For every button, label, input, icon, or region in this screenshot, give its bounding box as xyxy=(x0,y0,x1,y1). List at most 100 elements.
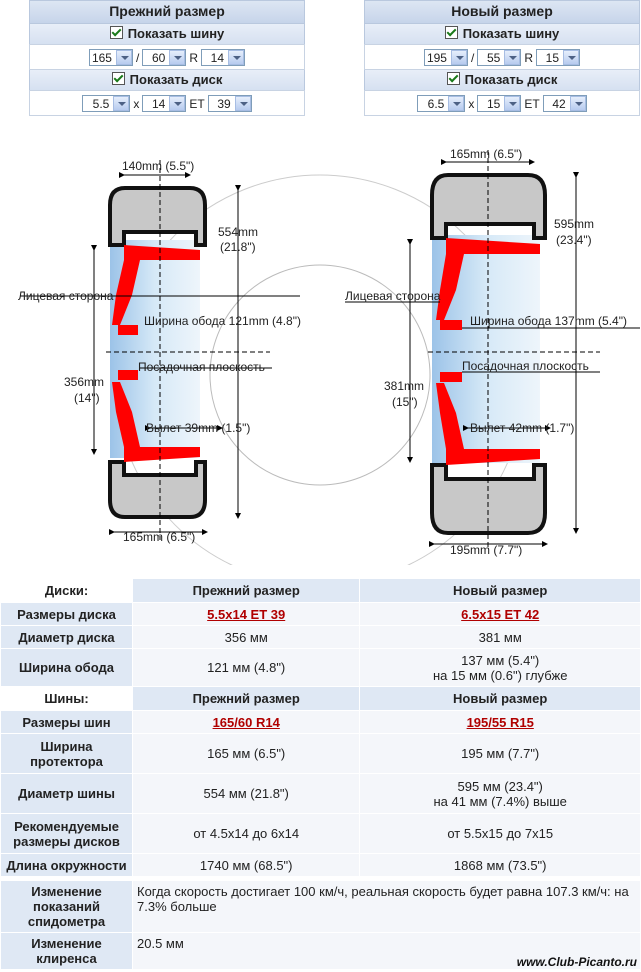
new-rim-spoke-upper xyxy=(436,238,540,320)
old-rim-width-select[interactable]: 5.5 xyxy=(82,95,131,113)
new-show-tire-label: Показать шину xyxy=(462,26,560,41)
old-tire-width-select[interactable]: 165 xyxy=(88,49,133,67)
dropdown-arrow-icon[interactable] xyxy=(169,96,186,112)
rim-dia-new: 381 мм xyxy=(359,625,641,649)
recommended-rims-old: от 4.5x14 до 6x14 xyxy=(131,813,361,854)
circumference-new: 1868 мм (73.5") xyxy=(359,853,641,877)
new-tire-profile-select[interactable]: 55 xyxy=(477,49,522,67)
new-rim-hub-upper xyxy=(440,320,462,330)
et-label: ET xyxy=(524,96,540,111)
rim-width-old: 121 мм (4.8") xyxy=(131,648,361,687)
tire-size-old-link[interactable]: 165/60 R14 xyxy=(212,714,280,730)
new-show-rim-toggle[interactable]: Показать диск xyxy=(364,70,640,90)
old-rim-et-select[interactable]: 39 xyxy=(207,95,252,113)
old-rim-spoke-lower xyxy=(112,382,200,462)
tire-dia-label: Диаметр шины xyxy=(0,773,133,814)
dropdown-arrow-icon[interactable] xyxy=(450,50,467,66)
dropdown-arrow-icon[interactable] xyxy=(228,50,244,66)
old-rim-hub-upper xyxy=(118,325,138,335)
old-tire-profile-select[interactable]: 60 xyxy=(142,49,187,67)
rim-width-new: 137 мм (5.4")на 15 мм (0.6") глубже xyxy=(359,648,641,687)
dropdown-arrow-icon[interactable] xyxy=(563,50,579,66)
new-rim-diameter-select[interactable]: 15 xyxy=(477,95,522,113)
new-overall-dia-in: (23.4") xyxy=(556,233,592,247)
new-rim-dia-mm: 381mm xyxy=(384,379,424,393)
dropdown-arrow-icon[interactable] xyxy=(169,50,186,66)
new-rim-width-label: Ширина обода 137mm (5.4") xyxy=(470,314,627,328)
old-rim-diameter-select[interactable]: 14 xyxy=(142,95,187,113)
new-tire-rim-select[interactable]: 15 xyxy=(536,49,580,67)
checkbox-checked-icon[interactable] xyxy=(109,26,123,39)
new-column-header: Новый размер xyxy=(359,578,641,603)
tire-dia-new: 595 мм (23.4")на 41 мм (7.4%) выше xyxy=(359,773,641,814)
checkbox-checked-icon[interactable] xyxy=(111,72,125,85)
recommended-rims-new: от 5.5x15 до 7x15 xyxy=(359,813,641,854)
tire-size-label: Размеры шин xyxy=(0,710,133,734)
x-label: x xyxy=(133,96,140,111)
old-top-width-label: 140mm (5.5") xyxy=(122,159,194,173)
old-rim-dia-mm: 356mm xyxy=(64,375,104,389)
old-face-label: Лицевая сторона xyxy=(18,289,114,303)
old-tire-rim-select[interactable]: 14 xyxy=(201,49,245,67)
new-show-tire-toggle[interactable]: Показать шину xyxy=(364,24,640,44)
dropdown-arrow-icon[interactable] xyxy=(504,96,521,112)
et-label: ET xyxy=(189,96,205,111)
old-show-tire-toggle[interactable]: Показать шину xyxy=(29,24,305,44)
old-show-tire-label: Показать шину xyxy=(127,26,225,41)
tread-label: Ширина протектора xyxy=(0,733,133,774)
old-offset-label: Вылет 39mm (1.5") xyxy=(146,421,250,435)
rims-section-header: Диски: xyxy=(0,578,133,603)
old-rim-dia-in: (14") xyxy=(74,391,100,405)
rim-width-label: Ширина обода xyxy=(0,648,133,687)
speedo-change-text: Когда скорость достигает 100 км/ч, реаль… xyxy=(132,880,641,933)
old-wheel-profile xyxy=(108,186,207,519)
old-overall-dia-mm: 554mm xyxy=(218,225,258,239)
old-panel-title: Прежний размер xyxy=(29,0,305,24)
speedo-change-label: Изменение показаний спидометра xyxy=(0,880,133,933)
checkbox-checked-icon[interactable] xyxy=(446,72,460,85)
rim-dia-old: 356 мм xyxy=(131,625,361,649)
tire-dia-old: 554 мм (21.8") xyxy=(131,773,361,814)
new-column-header-2: Новый размер xyxy=(359,686,641,711)
new-mount-label: Посадочная плоскость xyxy=(462,359,589,373)
old-tire-bottom xyxy=(108,460,207,519)
new-bottom-width-label: 195mm (7.7") xyxy=(450,543,522,557)
rim-size-new-link[interactable]: 6.5x15 ET 42 xyxy=(461,606,540,622)
circumference-old: 1740 мм (68.5") xyxy=(131,853,361,877)
circumference-label: Длина окружности xyxy=(0,853,133,877)
dropdown-arrow-icon[interactable] xyxy=(569,96,586,112)
old-wheel-outline-circle xyxy=(209,264,431,486)
dropdown-arrow-icon[interactable] xyxy=(115,50,132,66)
new-show-rim-label: Показать диск xyxy=(464,72,558,87)
new-offset-label: Вылет 42mm (1.7") xyxy=(470,421,574,435)
tire-size-new-link[interactable]: 195/55 R15 xyxy=(466,714,534,730)
rim-size-old-link[interactable]: 5.5x14 ET 39 xyxy=(207,606,286,622)
old-bottom-width-label: 165mm (6.5") xyxy=(123,530,195,544)
r-label: R xyxy=(189,50,198,65)
tread-new: 195 мм (7.7") xyxy=(359,733,641,774)
clearance-change-label: Изменение клиренса xyxy=(0,932,133,970)
wheel-comparison-diagram: 140mm (5.5") 165mm (6.5") 554mm (21.8") … xyxy=(18,147,640,565)
new-top-width-label: 165mm (6.5") xyxy=(450,147,522,161)
comparison-table: Диски: Прежний размер Новый размер Разме… xyxy=(0,578,641,877)
old-rim-spoke-upper xyxy=(112,245,200,325)
dropdown-arrow-icon[interactable] xyxy=(448,96,465,112)
new-tire-width-select[interactable]: 195 xyxy=(423,49,468,67)
new-rim-et-select[interactable]: 42 xyxy=(542,95,587,113)
speedometer-table: Изменение показаний спидометра Когда ско… xyxy=(0,880,641,970)
old-show-rim-toggle[interactable]: Показать диск xyxy=(29,70,305,90)
checkbox-checked-icon[interactable] xyxy=(444,26,458,39)
old-rim-width-label: Ширина обода 121mm (4.8") xyxy=(144,314,301,328)
new-rim-hub-lower xyxy=(440,372,462,382)
dropdown-arrow-icon[interactable] xyxy=(113,96,130,112)
new-rim-width-select[interactable]: 6.5 xyxy=(417,95,466,113)
dropdown-arrow-icon[interactable] xyxy=(504,50,521,66)
new-face-label: Лицевая сторона xyxy=(345,289,441,303)
dropdown-arrow-icon[interactable] xyxy=(234,96,251,112)
old-column-header: Прежний размер xyxy=(131,578,361,603)
tires-section-header: Шины: xyxy=(0,686,133,711)
